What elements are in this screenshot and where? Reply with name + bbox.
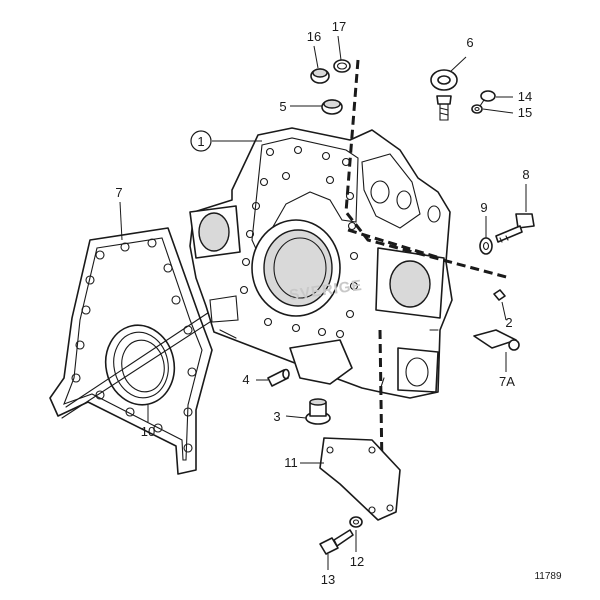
dowel-4 [267,368,290,387]
washer-9 [479,237,493,255]
bolt-8 [495,213,535,243]
washer-15 [471,104,483,114]
callout-6: 6 [466,35,473,50]
callout-14: 14 [518,89,532,104]
callout-7: 7 [115,185,122,200]
pin-2 [493,289,506,301]
callout-9: 9 [480,200,487,215]
callout-1: 1 [197,134,204,149]
assembly-dashed-lines [344,59,511,471]
callout-labels: 1 2 3 4 5 6 7 7A 8 9 10 11 12 13 14 15 1… [115,19,532,587]
callout-8: 8 [522,167,529,182]
drawing-number: 11789 [534,571,562,582]
callout-1-circle [190,130,212,152]
crankshaft-seal-ring [104,324,176,406]
plug-16 [310,68,330,84]
callout-3: 3 [273,409,280,424]
drain-plug-3 [305,398,331,425]
callout-15: 15 [518,105,532,120]
tab-7a [473,329,520,351]
callout-5: 5 [279,99,286,114]
lifting-eye-6 [430,69,458,121]
callout-13: 13 [321,572,335,587]
bolt-13 [319,529,354,555]
callout-16: 16 [307,29,321,44]
callout-12: 12 [350,554,364,569]
callout-11: 11 [284,455,298,470]
leader-lines [119,35,527,570]
cover-plate-11 [319,437,401,521]
callout-10: 10 [141,424,155,439]
callout-4: 4 [242,372,249,387]
flywheel-housing [189,127,453,399]
callout-7a: 7A [499,374,515,389]
washer-12 [349,516,363,528]
o-ring-17 [333,59,351,73]
callout-17: 17 [332,19,346,34]
bolt-14 [479,90,496,107]
callout-2: 2 [505,315,512,330]
plug-5 [321,99,343,115]
